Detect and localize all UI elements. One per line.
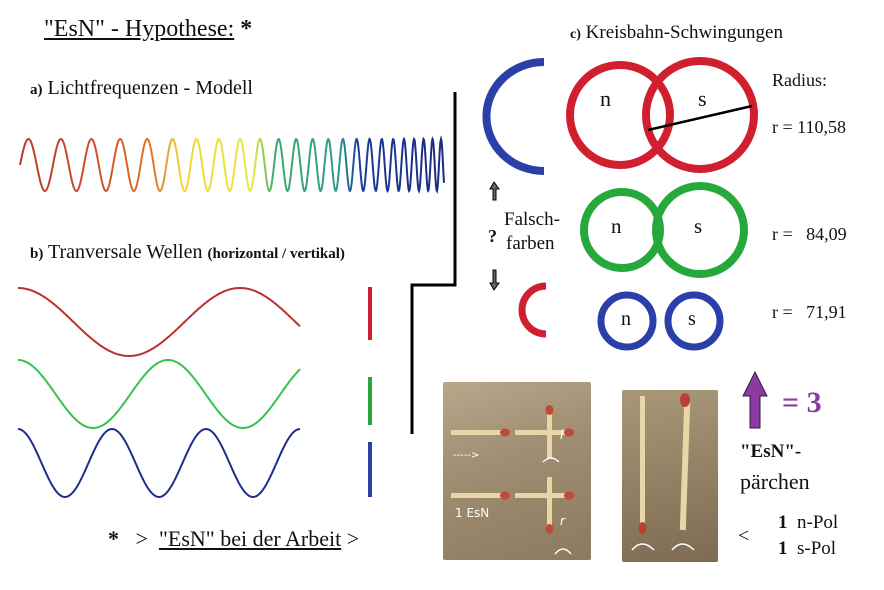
down-arrow-icon: [489, 269, 500, 291]
s-pole-label: s-Pol: [797, 538, 837, 559]
transverse-wave-green: [18, 359, 301, 429]
green-n-label: n: [611, 214, 622, 238]
esn-pair-label: "EsN"- pärchen: [740, 437, 810, 497]
s-pole-count: 1: [778, 538, 788, 559]
radius-value-1: r = 110,58: [772, 117, 846, 137]
esn-pair-line1: "EsN"-: [740, 441, 802, 462]
radius-value-3: r = 71,91: [772, 302, 847, 322]
radius-value-2: r = 84,09: [772, 224, 847, 244]
red-n-label: n: [600, 86, 611, 111]
spectrum-wave: [19, 135, 445, 194]
violet-up-arrow-icon: [742, 370, 768, 429]
page-title: "EsN" - Hypothese: *: [44, 16, 252, 43]
photo1-l-label: l: [560, 428, 564, 442]
falschfarben-line1: Falsch-: [504, 209, 560, 230]
radius-line: [647, 104, 753, 132]
caption-gt: >: [135, 526, 148, 551]
red-arc-small: [518, 282, 547, 338]
esn-pair-line2: pärchen: [740, 469, 810, 494]
blue-n-label: n: [621, 308, 631, 330]
section-c-label: c) Kreisbahn-Schwingungen: [570, 22, 783, 44]
section-b-label: b) Tranversale Wellen (horizontal / vert…: [30, 241, 345, 264]
falschfarben-label: Falsch- farben: [504, 208, 560, 256]
section-b-letter: b): [30, 246, 44, 262]
blue-circle-n: [597, 291, 657, 351]
bottom-caption: * > "EsN" bei der Arbeit >: [108, 526, 359, 552]
green-circle-n: [580, 188, 664, 272]
n-pole-count: 1: [778, 512, 788, 533]
blue-arc-large: [482, 58, 545, 175]
red-s-label: s: [698, 86, 707, 111]
blue-s-label: s: [688, 308, 696, 330]
pole-legend: 1 n-Pol 1 s-Pol: [778, 510, 838, 562]
red-circle-n: [566, 61, 674, 169]
caption-star: *: [108, 526, 119, 551]
matchstick-photo-1-drawing: [451, 405, 574, 555]
matchstick-photo-2: [622, 390, 718, 562]
title-star: *: [240, 16, 253, 42]
transverse-wave-blue: [17, 427, 301, 499]
radius-header: Radius:: [772, 70, 828, 90]
up-arrow-icon: [489, 181, 500, 201]
matchstick-photo-2-drawing: [631, 393, 695, 551]
n-pole-label: n-Pol: [797, 512, 839, 533]
equals-three: = 3: [782, 386, 822, 419]
photo1-arrow-text: ----->: [453, 450, 480, 461]
divider-line: [410, 92, 457, 434]
falschfarben-line2: farben: [506, 233, 555, 254]
caption-gt2: >: [346, 526, 360, 551]
pole-legend-lt: <: [738, 525, 750, 547]
question-mark: ?: [488, 226, 497, 246]
section-a-text: Lichtfrequenzen - Modell: [47, 77, 253, 99]
section-b-text: Tranversale Wellen: [47, 241, 203, 263]
title-text: "EsN" - Hypothese:: [44, 16, 235, 42]
section-b-note: (horizontal / vertikal): [207, 246, 345, 262]
caption-text: "EsN" bei der Arbeit: [158, 526, 342, 551]
green-circle-s: [652, 182, 748, 278]
red-circle-s: [642, 57, 758, 173]
section-a-label: a) Lichtfrequenzen - Modell: [30, 77, 253, 100]
green-s-label: s: [694, 214, 703, 238]
photo1-esn-label: 1 EsN: [455, 506, 490, 520]
section-c-letter: c): [570, 27, 581, 42]
section-a-letter: a): [30, 82, 43, 98]
transverse-wave-red: [18, 287, 301, 357]
section-c-text: Kreisbahn-Schwingungen: [585, 22, 783, 43]
matchstick-photo-1: -----> 1 EsN l r: [443, 382, 591, 560]
photo1-r-label: r: [560, 514, 565, 528]
blue-circle-s: [664, 291, 724, 351]
